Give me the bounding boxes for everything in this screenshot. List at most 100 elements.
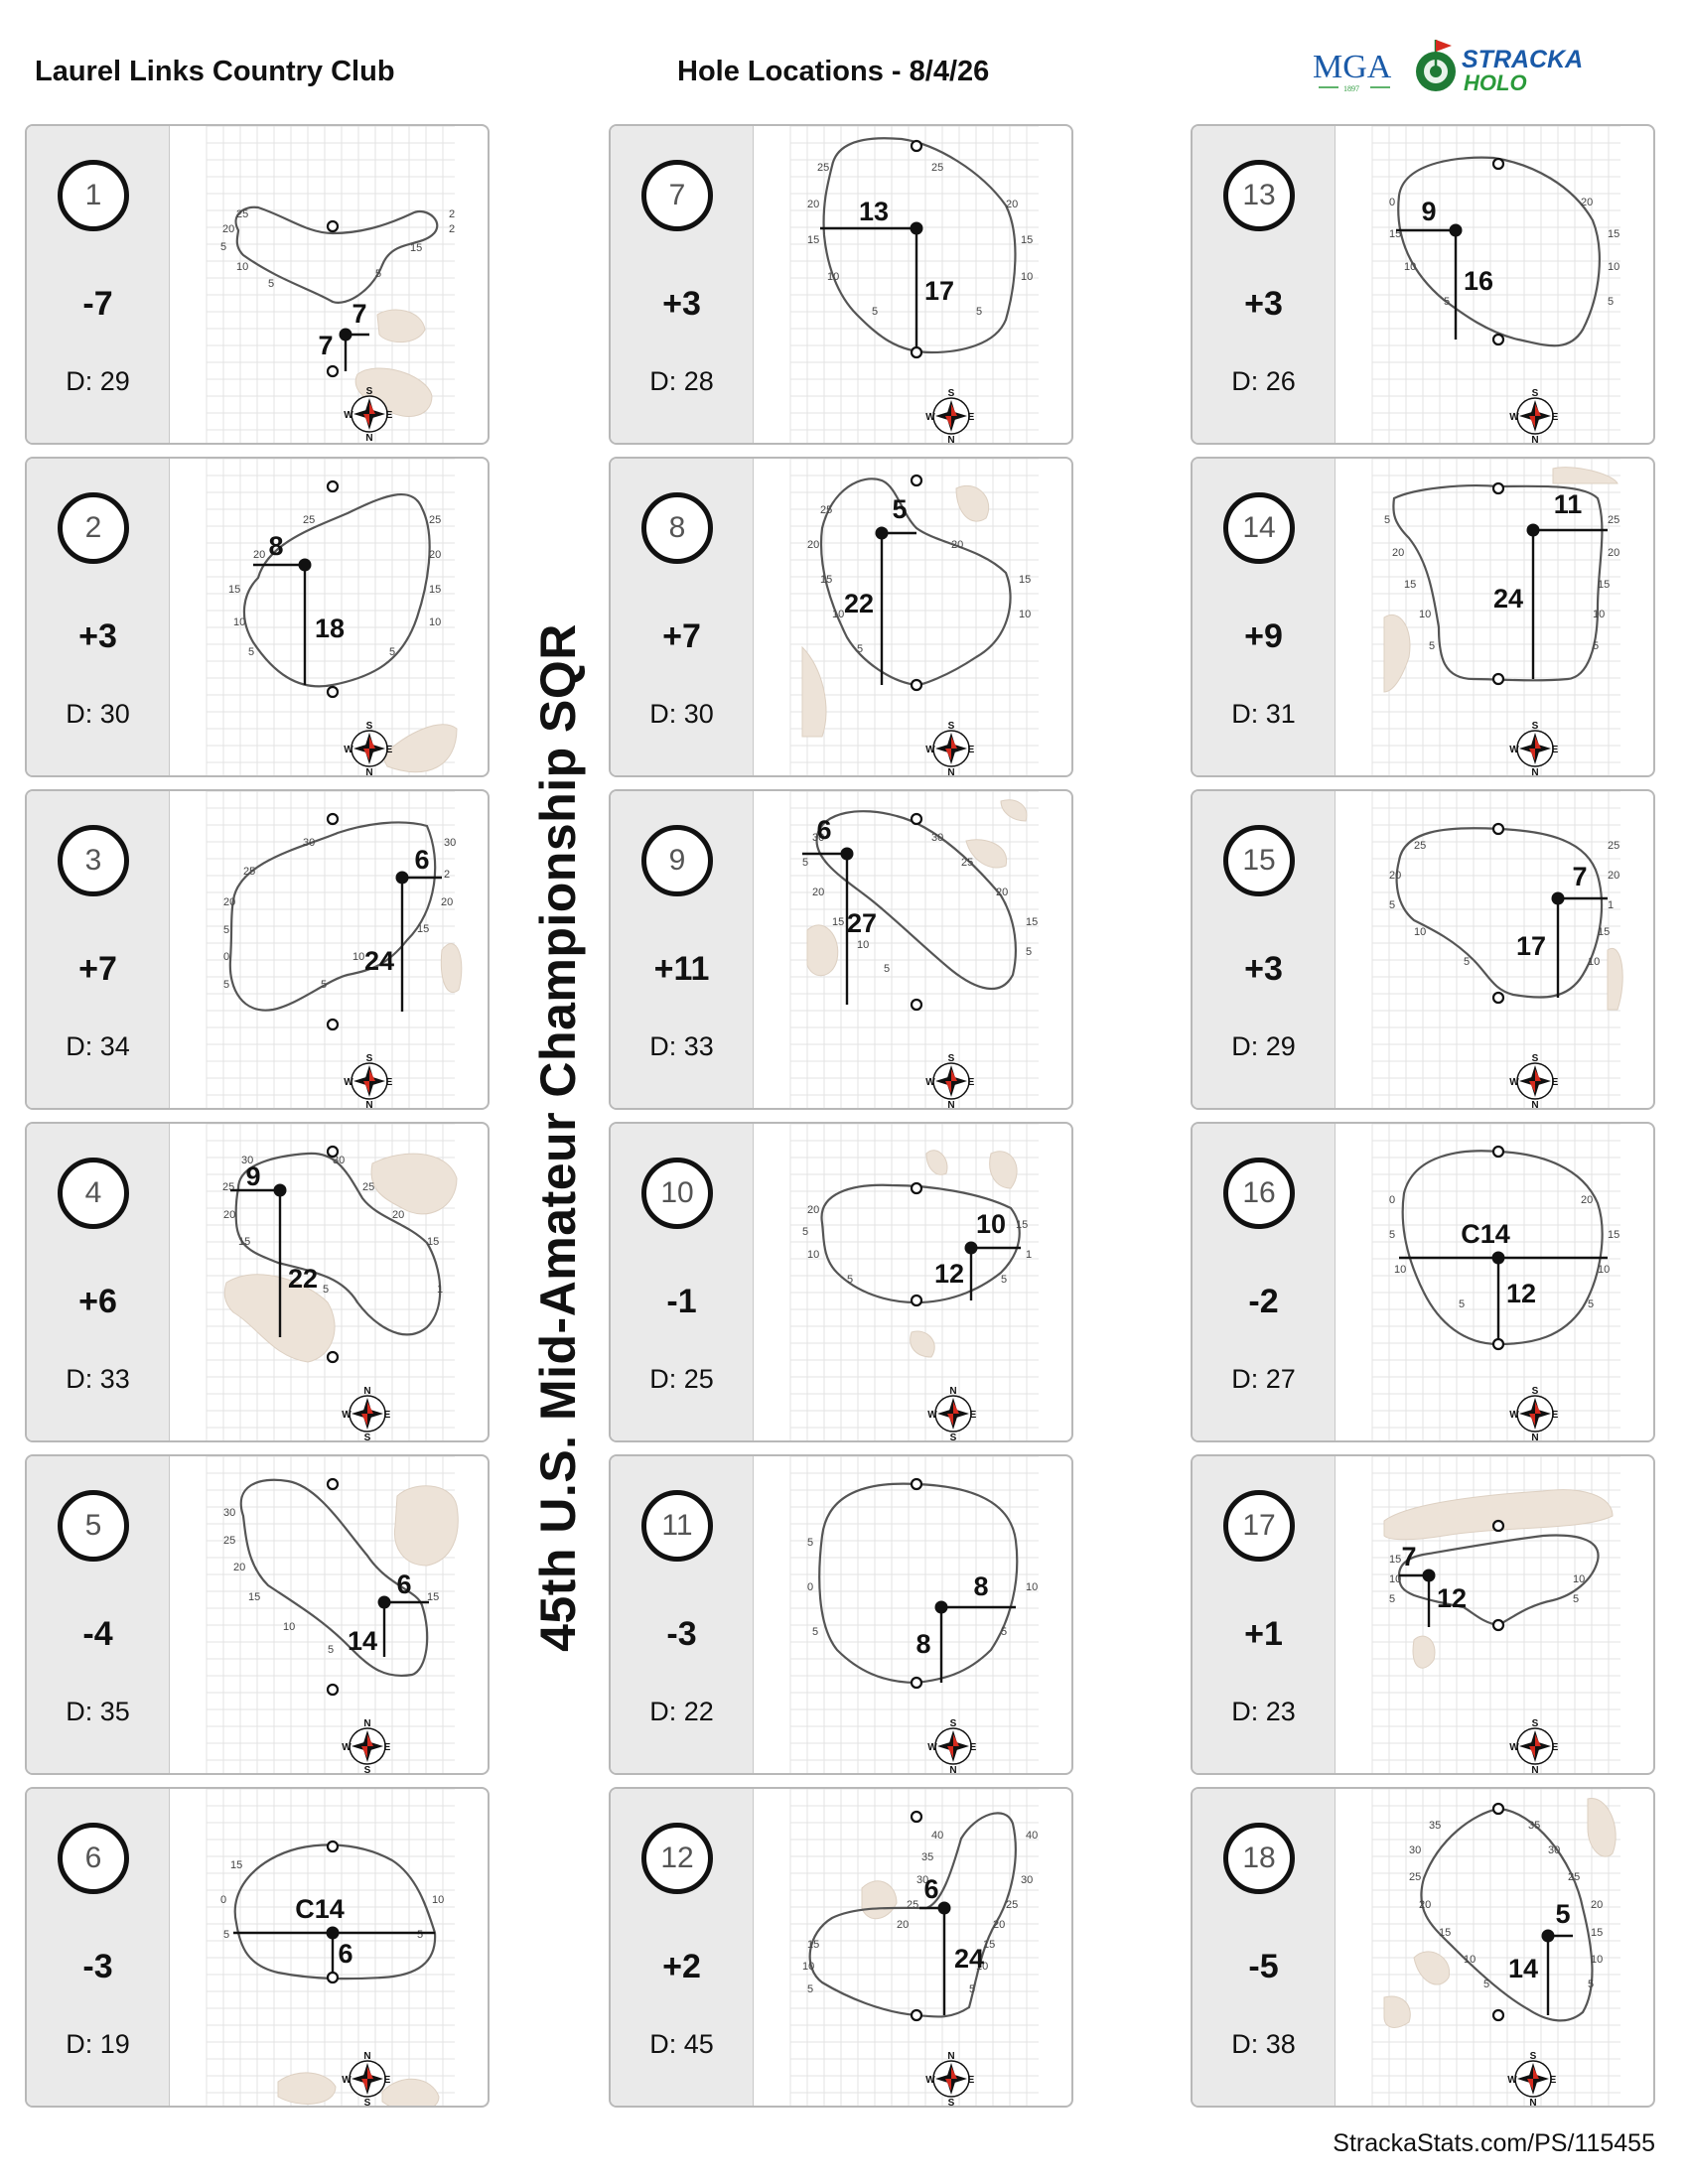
depth-tick-label: 25 bbox=[1568, 1871, 1580, 1883]
grid-lines bbox=[1371, 459, 1620, 775]
hole-number: 8 bbox=[641, 492, 713, 564]
compass-direction-label: W bbox=[927, 1742, 937, 1753]
compass-direction-label: S bbox=[948, 721, 955, 732]
compass-direction-label: W bbox=[344, 745, 353, 755]
depth-tick-label: 5 bbox=[375, 268, 381, 280]
compass-direction-label: E bbox=[1552, 745, 1559, 755]
depth-tick-label: 10 bbox=[832, 609, 844, 620]
depth-tick-label: 5 bbox=[1384, 514, 1390, 526]
depth-tick-label: 5 bbox=[1001, 1626, 1007, 1638]
depth-tick-label: 15 bbox=[1608, 1229, 1619, 1241]
hole-number: 6 bbox=[58, 1823, 129, 1894]
hole-number: 4 bbox=[58, 1158, 129, 1229]
compass-direction-label: N bbox=[1531, 767, 1538, 777]
depth-tick-label: 10 bbox=[1608, 261, 1619, 273]
pin-location bbox=[1491, 1251, 1505, 1265]
depth-tick-label: 5 bbox=[1483, 1979, 1489, 1990]
depth-tick-label: 5 bbox=[807, 1537, 813, 1549]
green-depth: D: 30 bbox=[649, 699, 714, 729]
depth-tick-label: 15 bbox=[1404, 579, 1416, 591]
hole-number: 9 bbox=[641, 825, 713, 896]
footer-url: StrackaStats.com/PS/115455 bbox=[1333, 2129, 1655, 2157]
depth-tick-label: 25 bbox=[236, 208, 248, 220]
depth-tick-label: 5 bbox=[802, 1226, 808, 1238]
depth-tick-label: 0 bbox=[1389, 1194, 1395, 1206]
depth-tick-label: 20 bbox=[1608, 547, 1619, 559]
depth-tick-label: 15 bbox=[1021, 234, 1033, 246]
sprinkler-marker bbox=[1491, 157, 1505, 171]
depth-tick-label: 25 bbox=[1414, 840, 1426, 852]
depth-tick-label: 25 bbox=[820, 504, 832, 516]
green-depth: D: 34 bbox=[66, 1031, 130, 1061]
depth-tick-label: 20 bbox=[441, 896, 453, 908]
pin-offset: +3 bbox=[1244, 285, 1283, 323]
sprinkler-marker bbox=[326, 1840, 340, 1853]
depth-tick-label: 5 bbox=[847, 1274, 853, 1286]
compass-direction-label: S bbox=[366, 721, 373, 732]
pin-offset: +9 bbox=[1244, 617, 1283, 655]
hole-number: 2 bbox=[58, 492, 129, 564]
depth-tick-label: 2 bbox=[444, 869, 450, 881]
depth-tick-label: 15 bbox=[820, 574, 832, 586]
bunker bbox=[370, 1153, 458, 1215]
compass-direction-label: W bbox=[1509, 412, 1519, 423]
depth-tick-label: 5 bbox=[321, 979, 327, 991]
depth-tick-label: 20 bbox=[253, 549, 265, 561]
depth-tick-label: 5 bbox=[1001, 1274, 1007, 1286]
depth-tick-label: 2 bbox=[449, 208, 455, 220]
depth-tick-label: 15 bbox=[1598, 579, 1610, 591]
pin-distance-label: 13 bbox=[859, 197, 889, 226]
compass-direction-label: S bbox=[364, 2098, 371, 2108]
hole-number: 18 bbox=[1223, 1823, 1295, 1894]
pin-location bbox=[273, 1183, 287, 1197]
depth-tick-label: 5 bbox=[1588, 1298, 1594, 1310]
compass-direction-label: E bbox=[968, 1077, 975, 1088]
sprinkler-marker bbox=[910, 474, 923, 487]
depth-tick-label: 10 bbox=[1404, 261, 1416, 273]
green-depth: D: 29 bbox=[66, 366, 130, 396]
depth-tick-label: 5 bbox=[1444, 296, 1450, 308]
hole-number: 10 bbox=[641, 1158, 713, 1229]
sprinkler-marker bbox=[326, 1350, 340, 1364]
green-depth: D: 45 bbox=[649, 2029, 714, 2059]
pin-distance-label: 7 bbox=[1572, 862, 1587, 891]
depth-tick-label: 35 bbox=[921, 1851, 933, 1863]
depth-tick-label: 30 bbox=[1548, 1844, 1560, 1856]
pin-distance-label: 12 bbox=[1506, 1279, 1536, 1308]
depth-tick-label: 20 bbox=[233, 1562, 245, 1573]
sprinkler-marker bbox=[910, 1181, 923, 1195]
depth-tick-label: 15 bbox=[1389, 1554, 1401, 1566]
depth-tick-label: 10 bbox=[1021, 271, 1033, 283]
compass-direction-label: S bbox=[948, 1053, 955, 1064]
compass-direction-label: N bbox=[1531, 1765, 1538, 1775]
compass-direction-label: S bbox=[1530, 2051, 1537, 2062]
depth-tick-label: 25 bbox=[429, 514, 441, 526]
depth-tick-label: 5 bbox=[220, 241, 226, 253]
sprinkler-marker bbox=[326, 219, 340, 233]
depth-tick-label: 5 bbox=[1573, 1593, 1579, 1605]
depth-tick-label: 1 bbox=[1608, 899, 1614, 911]
depth-tick-label: 25 bbox=[817, 162, 829, 174]
pin-offset: +6 bbox=[78, 1283, 117, 1320]
depth-tick-label: 10 bbox=[1389, 1573, 1401, 1585]
sprinkler-marker bbox=[326, 479, 340, 493]
depth-tick-label: 10 bbox=[1026, 1581, 1038, 1593]
depth-tick-label: 10 bbox=[1419, 609, 1431, 620]
compass-direction-label: S bbox=[948, 2098, 955, 2108]
depth-tick-label: 15 bbox=[1026, 916, 1038, 928]
depth-tick-label: 15 bbox=[248, 1591, 260, 1603]
bunker bbox=[1000, 799, 1028, 822]
depth-tick-label: 1 bbox=[437, 1284, 443, 1296]
depth-tick-label: 20 bbox=[812, 887, 824, 898]
bunker bbox=[965, 839, 1008, 869]
